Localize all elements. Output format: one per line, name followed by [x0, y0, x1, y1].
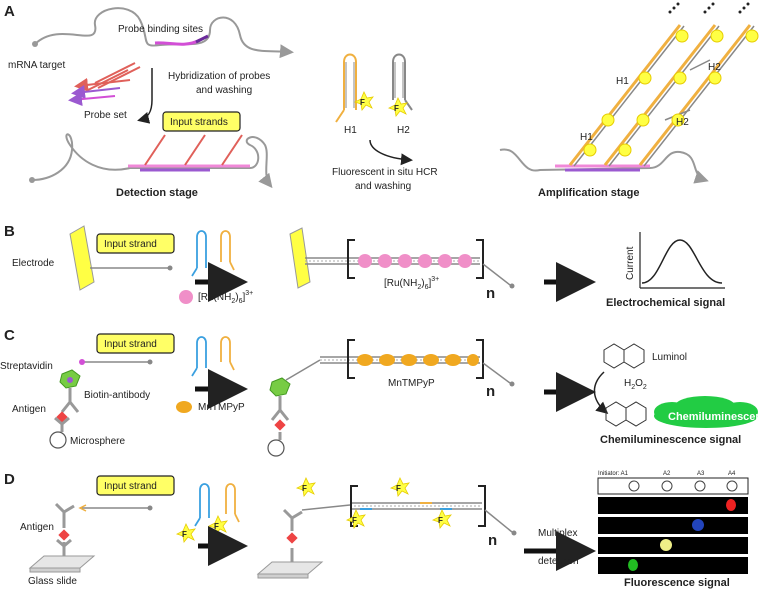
glass-slide-icon: [28, 555, 96, 569]
input-strand-label-b: Input strand: [104, 239, 157, 250]
hcr-label-1: Fluorescent in situ HCR: [332, 167, 438, 178]
panel-a: A Probe binding sites mRNA target Probe …: [4, 2, 759, 199]
amp-h2-lower-label: H2: [676, 117, 689, 128]
luminol-label: Luminol: [652, 352, 687, 363]
multiplex-label-2: detection: [538, 556, 579, 567]
panel-c: C Input strand Streptavidin Biotin-antib…: [0, 327, 762, 457]
ru-label-polymer: [Ru(NH2)6]3+: [384, 276, 439, 291]
mrna-target-top: [34, 7, 294, 59]
probe-set: [68, 62, 141, 107]
ru-bead-legend: [179, 290, 193, 304]
biotin-antibody-label: Biotin-antibody: [84, 390, 150, 401]
hairpins-c: [191, 336, 235, 377]
repeat-n-d: n: [488, 532, 497, 549]
fluor-icon: F: [352, 516, 357, 525]
electrode-right: [289, 227, 311, 289]
hairpins-d: F F: [175, 483, 240, 543]
mrna-target-bottom: [31, 133, 273, 189]
mntmpyp-legend: [176, 401, 192, 413]
fluorescence-array: Initiator: A1 A2 A3 A4: [597, 471, 749, 574]
hcr-label-2: and washing: [355, 181, 411, 192]
ru-label-b: [Ru(NH2)6]3+: [198, 290, 253, 305]
amplification-structure: [499, 2, 759, 184]
ru-beads-on-polymer: [358, 254, 472, 268]
input-strand-box-b: [96, 233, 175, 254]
chemiluminescence-cloud: [654, 396, 758, 428]
detection-stage-label: Detection stage: [116, 187, 198, 199]
input-strand-label-d: Input strand: [104, 481, 157, 492]
fluorescence-signal-label: Fluorescence signal: [624, 577, 730, 589]
glass-slide-label: Glass slide: [28, 576, 77, 587]
panel-d: D Input strand Antigen Glass slide F: [4, 471, 749, 589]
h2o2-label: H2O2: [624, 378, 647, 391]
hybridization-label-1: Hybridization of probes: [168, 71, 270, 82]
fluor-icon: F: [302, 484, 307, 493]
a3-label: A3: [697, 471, 705, 477]
microsphere-icon: [49, 431, 67, 449]
mntmpyp-polymer-label: MnTMPyP: [388, 378, 435, 389]
electrode-label: Electrode: [12, 258, 55, 269]
probe-binding-sites-label: Probe binding sites: [118, 24, 203, 35]
hairpin-h2: F: [387, 53, 413, 117]
luminol-structure: [603, 343, 645, 369]
input-strands-box: [162, 111, 241, 132]
amp-fluorophores: [583, 29, 759, 157]
microsphere-label: Microsphere: [70, 436, 125, 447]
fluor-icon: F: [396, 484, 401, 493]
amplification-stage-label: Amplification stage: [538, 187, 639, 199]
panel-b: B Electrode Input strand [Ru(NH2)6]3+: [4, 223, 725, 309]
d-fluorophores: F F F F: [295, 477, 452, 529]
antibody-c: [60, 388, 80, 413]
capture-antibody-c: [54, 416, 70, 432]
chemiluminescence-label: Chemiluminescence: [668, 411, 762, 423]
a2-label: A2: [663, 471, 671, 477]
probe-set-label: Probe set: [84, 110, 127, 121]
electrochemical-signal-label: Electrochemical signal: [606, 297, 725, 309]
panel-label-a: A: [4, 3, 15, 20]
repeat-n-c: n: [486, 383, 495, 400]
h1-label: H1: [344, 125, 357, 136]
antigen-label-d: Antigen: [20, 522, 54, 533]
antibody-d: [54, 502, 75, 556]
hairpins-b: [191, 230, 235, 277]
fluor-icon: F: [438, 516, 443, 525]
a4-label: A4: [728, 471, 736, 477]
current-plot: [639, 232, 725, 289]
mrna-target-label: mRNA target: [8, 60, 65, 71]
assembled-c: [267, 339, 515, 457]
input-strand-box-d: [96, 475, 175, 496]
multiplex-label-1: Multiplex: [538, 528, 577, 539]
repeat-n-b: n: [486, 285, 495, 302]
panel-label-d: D: [4, 471, 15, 488]
bound-probes: [128, 134, 250, 172]
electrode: [69, 225, 95, 291]
initiator-a1-label: Initiator: A1: [598, 471, 629, 477]
mntmpyp-label: MnTMPyP: [198, 402, 245, 413]
fluor-icon: F: [394, 104, 399, 113]
input-strand-label-c: Input strand: [104, 339, 157, 350]
panel-label-b: B: [4, 223, 15, 240]
fluor-icon: F: [360, 98, 365, 107]
assembled-d: [256, 485, 517, 579]
amp-h1-upper-label: H1: [616, 76, 629, 87]
hairpin-h1: F: [335, 53, 374, 123]
streptavidin-label: Streptavidin: [0, 361, 53, 372]
amp-h2-upper-label: H2: [708, 62, 721, 73]
fluor-icon: F: [214, 522, 219, 531]
panel-label-c: C: [4, 327, 15, 344]
input-strands-label: Input strands: [170, 117, 228, 128]
amp-h1-lower-label: H1: [580, 132, 593, 143]
antigen-label-c: Antigen: [12, 404, 46, 415]
streptavidin-icon: [59, 369, 81, 389]
current-axis-label: Current: [625, 246, 636, 280]
hybridization-label-2: and washing: [196, 85, 252, 96]
input-strand-box-c: [96, 333, 175, 354]
h2-label: H2: [397, 125, 410, 136]
chemiluminescence-signal-label: Chemiluminescence signal: [600, 434, 741, 446]
fluor-icon: F: [182, 530, 187, 539]
luminol-product: [605, 401, 647, 427]
